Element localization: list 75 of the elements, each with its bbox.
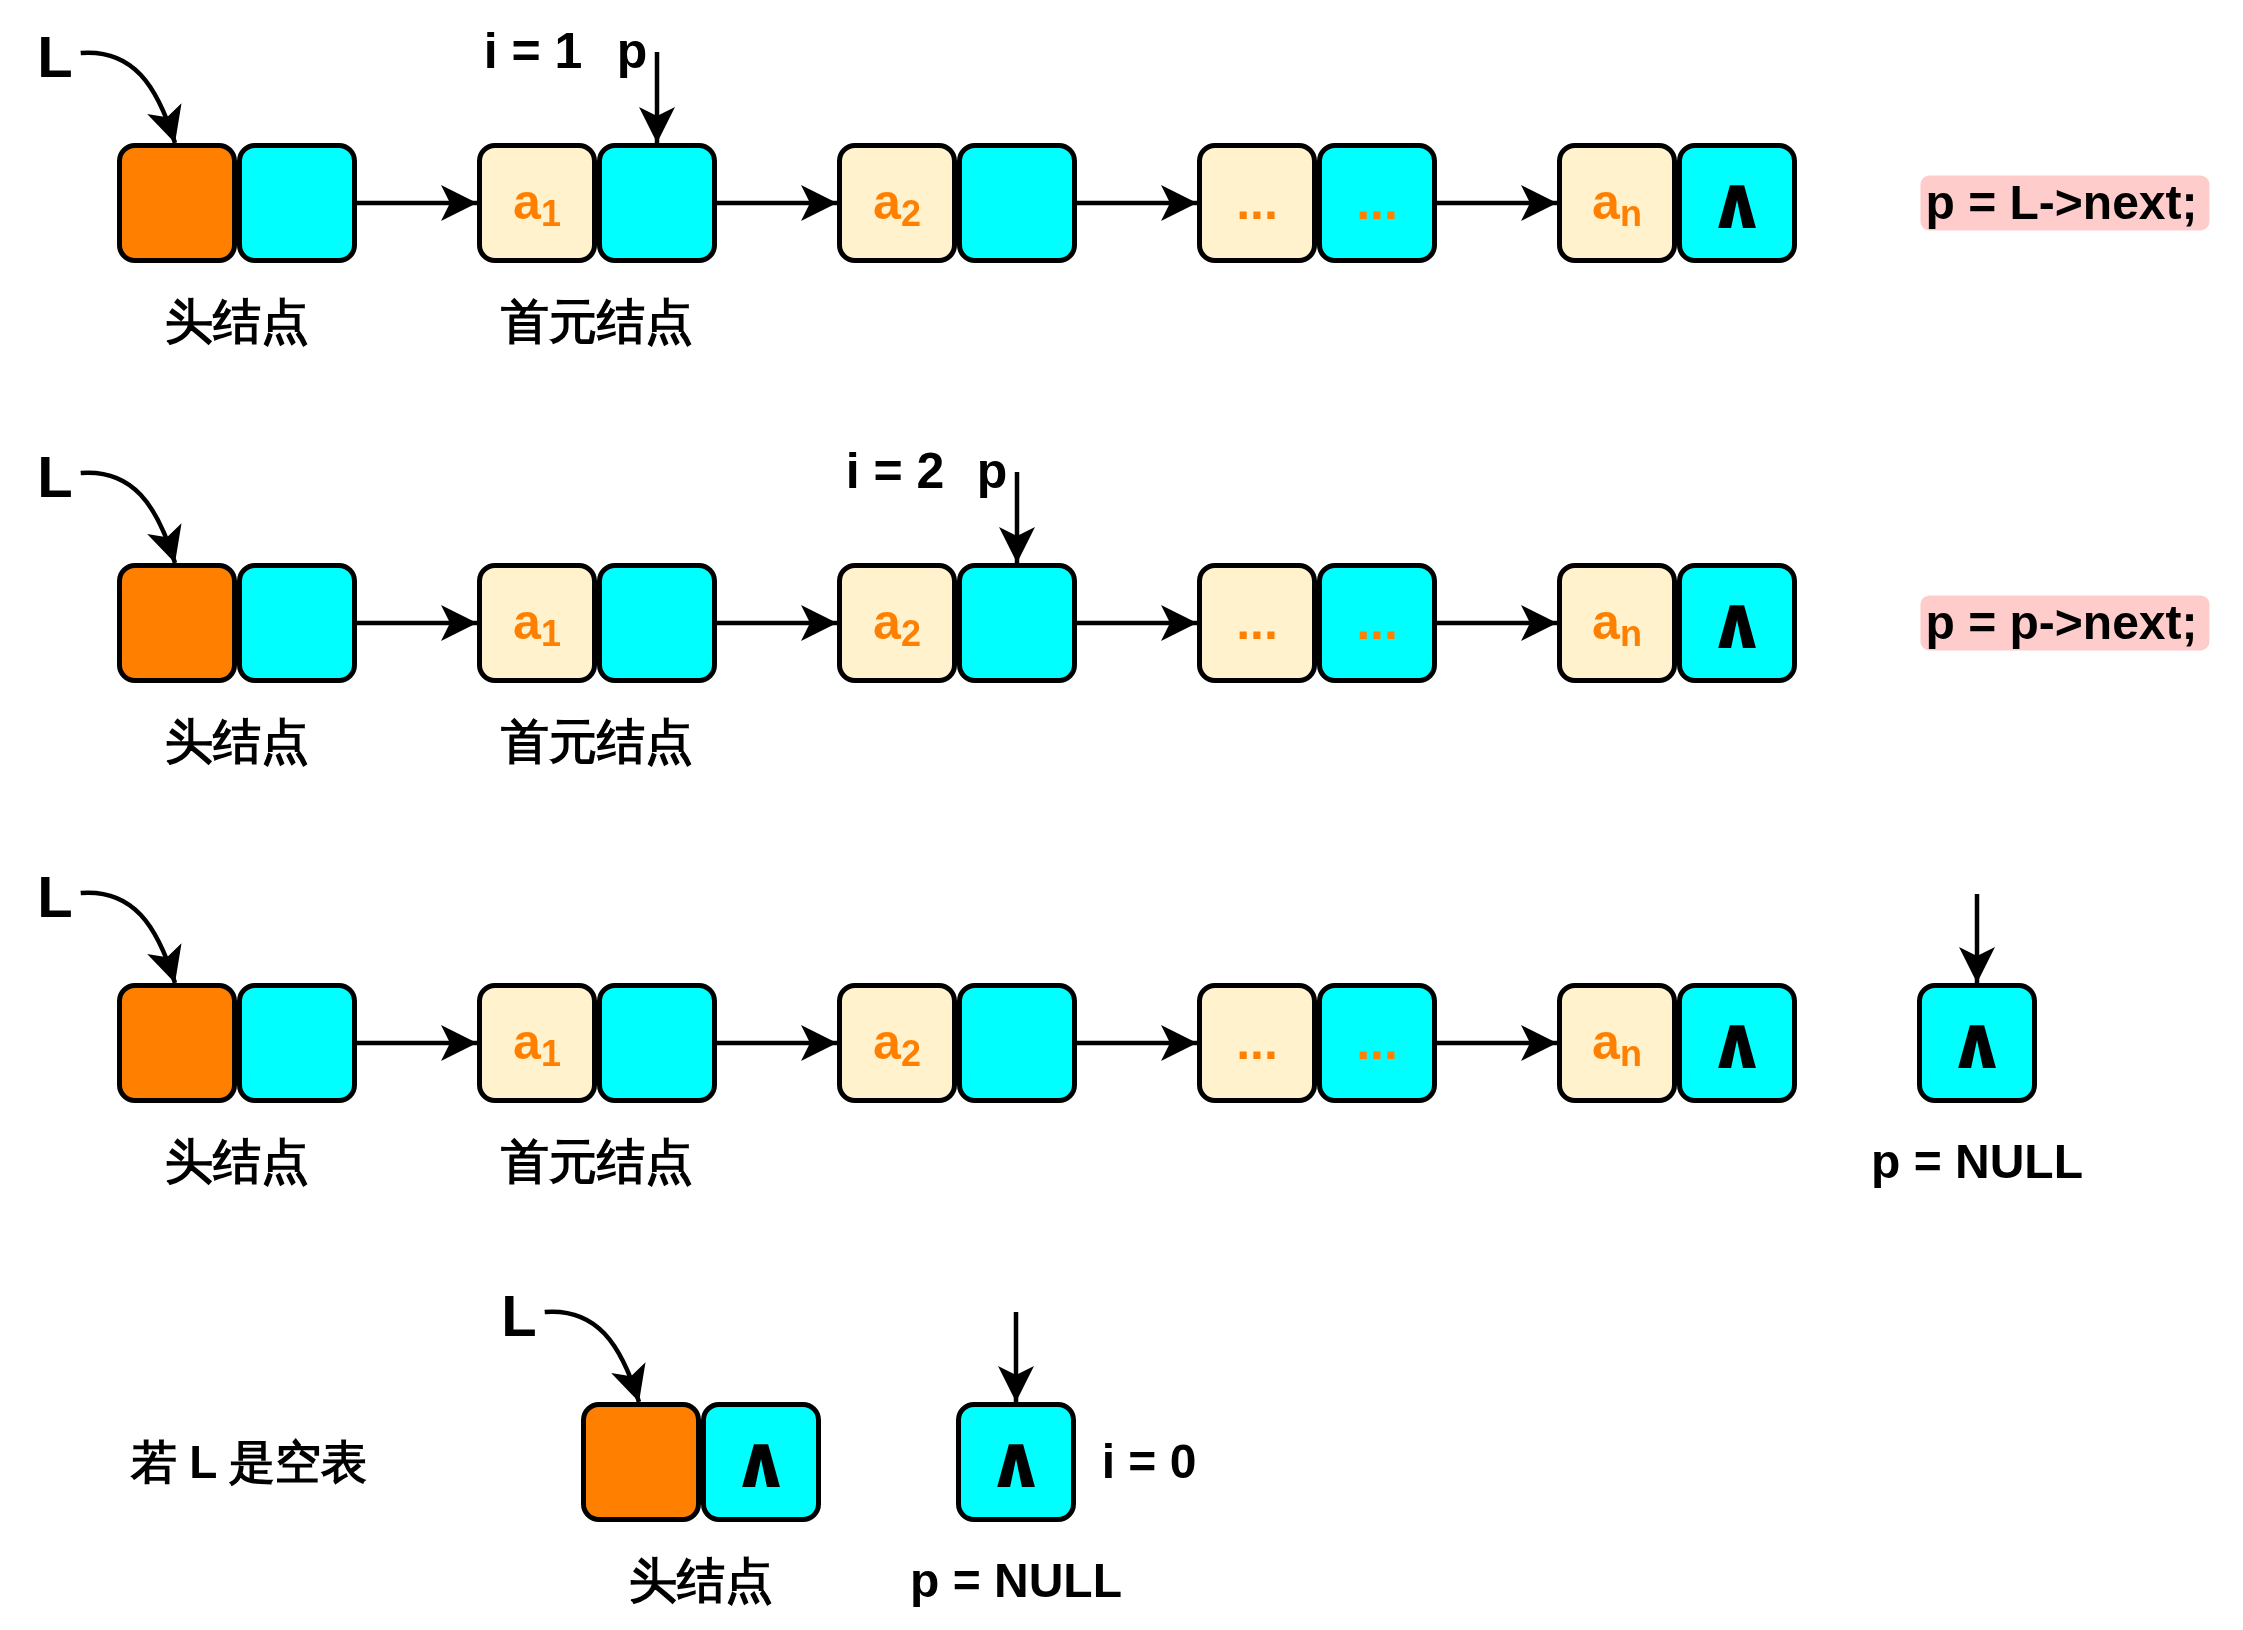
arrow xyxy=(1437,185,1557,221)
pointer-field-box: ∧ xyxy=(1677,983,1797,1103)
arrow xyxy=(1077,185,1197,221)
index-label: i = 2 xyxy=(845,443,945,501)
pointer-field-box xyxy=(597,563,717,683)
data-field-box xyxy=(117,563,237,683)
data-field-box: a$_{1}$ xyxy=(477,563,597,683)
data-field-box: a$_{n}$ xyxy=(1557,983,1677,1103)
data-field-box: ... xyxy=(1197,563,1317,683)
node-caption: 头结点 xyxy=(165,714,309,770)
pointer-field-box: ∧ xyxy=(701,1402,821,1522)
code-box: p = L->next; xyxy=(1920,175,2210,231)
arrow xyxy=(357,185,477,221)
variable-label: L xyxy=(501,1282,537,1350)
data-field-box: ... xyxy=(1197,983,1317,1103)
pointer-field-box xyxy=(957,143,1077,263)
variable-label: p xyxy=(616,23,648,81)
data-field-box xyxy=(581,1402,701,1522)
variable-label: L xyxy=(37,443,73,511)
pointer-value-label: p = NULL xyxy=(1871,1134,2083,1190)
pointer-field-box xyxy=(237,143,357,263)
pointer-value-label: p = NULL xyxy=(910,1553,1122,1609)
data-field-box: ... xyxy=(1197,143,1317,263)
curved-arrow xyxy=(80,890,181,984)
index-label: i = 1 xyxy=(483,23,583,81)
pointer-field-box: ... xyxy=(1317,983,1437,1103)
node-caption: 头结点 xyxy=(629,1553,773,1609)
variable-label: p xyxy=(976,443,1008,501)
code-box: p = p->next; xyxy=(1920,595,2210,651)
pointer-field-box xyxy=(957,563,1077,683)
node-caption: 首元结点 xyxy=(501,294,693,350)
arrow xyxy=(639,52,675,143)
data-field-box: a$_{n}$ xyxy=(1557,143,1677,263)
arrow xyxy=(357,605,477,641)
node-caption: 头结点 xyxy=(165,1134,309,1190)
pointer-field-box xyxy=(237,983,357,1103)
pointer-field-box: ∧ xyxy=(1677,143,1797,263)
data-field-box: a$_{2}$ xyxy=(837,563,957,683)
note-text: 若 L 是空表 xyxy=(130,1435,368,1489)
arrow xyxy=(999,472,1035,563)
data-field-box: a$_{2}$ xyxy=(837,983,957,1103)
index-label: i = 0 xyxy=(1101,1434,1197,1490)
arrow xyxy=(357,1025,477,1061)
data-field-box: a$_{2}$ xyxy=(837,143,957,263)
arrow xyxy=(717,605,837,641)
node-caption: 头结点 xyxy=(165,294,309,350)
arrow xyxy=(1437,605,1557,641)
arrow xyxy=(1437,1025,1557,1061)
arrow xyxy=(717,1025,837,1061)
data-field-box: a$_{n}$ xyxy=(1557,563,1677,683)
variable-label: L xyxy=(37,23,73,91)
variable-label: L xyxy=(37,863,73,931)
node-caption: 首元结点 xyxy=(501,714,693,770)
node-caption: 首元结点 xyxy=(501,1134,693,1190)
pointer-field-box: ... xyxy=(1317,563,1437,683)
pointer-field-box xyxy=(597,143,717,263)
pointer-field-box: ∧ xyxy=(1917,983,2037,1103)
curved-arrow xyxy=(80,50,181,144)
data-field-box: a$_{1}$ xyxy=(477,143,597,263)
pointer-field-box xyxy=(957,983,1077,1103)
curved-arrow xyxy=(544,1309,645,1403)
pointer-field-box: ∧ xyxy=(1677,563,1797,683)
data-field-box xyxy=(117,983,237,1103)
pointer-field-box xyxy=(237,563,357,683)
arrow xyxy=(1077,605,1197,641)
curved-arrow xyxy=(80,470,181,564)
arrow xyxy=(717,185,837,221)
data-field-box: a$_{1}$ xyxy=(477,983,597,1103)
pointer-field-box: ... xyxy=(1317,143,1437,263)
arrow xyxy=(1077,1025,1197,1061)
pointer-field-box: ∧ xyxy=(956,1402,1076,1522)
arrow xyxy=(998,1312,1034,1402)
arrow xyxy=(1959,894,1995,983)
pointer-field-box xyxy=(597,983,717,1103)
data-field-box xyxy=(117,143,237,263)
